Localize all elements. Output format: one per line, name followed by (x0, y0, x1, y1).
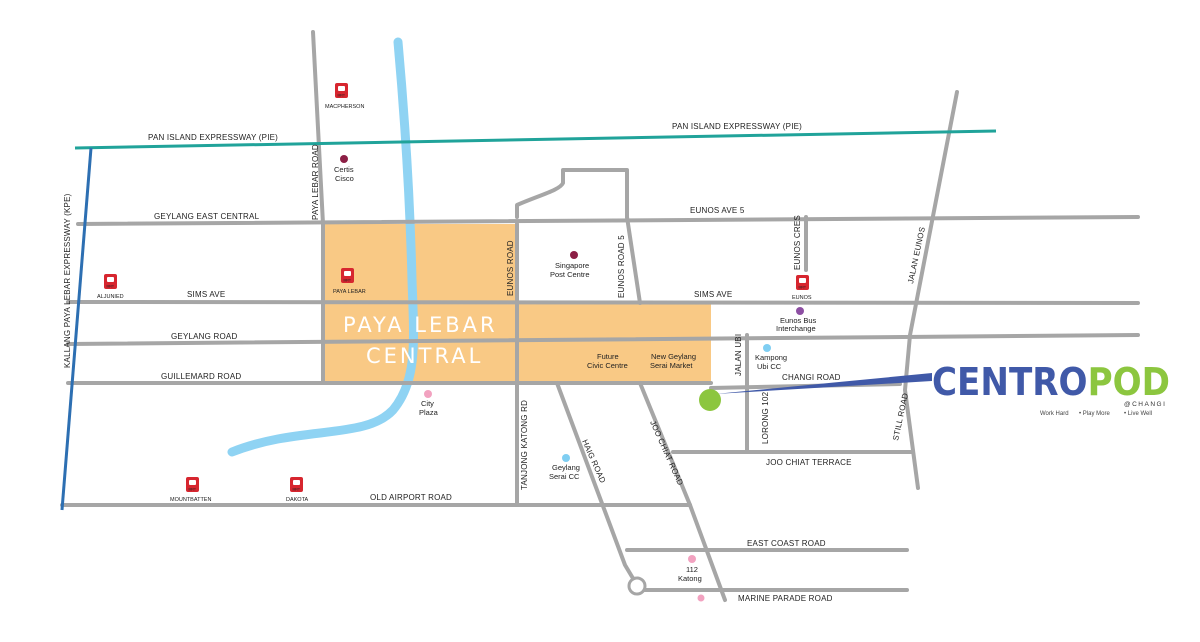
poi-city-plaza-dot (424, 390, 432, 398)
centropod-logo: CENTROPOD @CHANGI Work Hard • Play More … (932, 360, 1170, 417)
mrt-label-dakota: DAKOTA (286, 497, 309, 503)
svg-text:MRT: MRT (189, 488, 197, 492)
poi-eunos-bus-line2: Interchange (776, 324, 816, 333)
label-pie-east: PAN ISLAND EXPRESSWAY (PIE) (672, 122, 802, 131)
paya-lebar-road (311, 30, 325, 385)
poi-singapore-post-dot (570, 251, 578, 259)
mrt-label-eunos: EUNOS (792, 295, 812, 301)
poi-civic-centre-line1: Future (597, 352, 619, 361)
label-changi-road: CHANGI ROAD (782, 373, 841, 382)
svg-text:MRT: MRT (107, 285, 115, 289)
label-pie-west: PAN ISLAND EXPRESSWAY (PIE) (148, 133, 278, 142)
mrt-label-macpherson: MACPHERSON (325, 104, 364, 110)
poi-kampong-ubi-dot (763, 344, 771, 352)
poi-eunos-bus-line1: Eunos Bus (780, 316, 817, 325)
poi-112-katong-dot (688, 555, 696, 563)
poi-singapore-post-line1: Singapore (555, 261, 589, 270)
mrt-aljunied: MRT ALJUNIED (97, 274, 124, 300)
poi-geylang-serai-cc-line2: Serai CC (549, 472, 580, 481)
sims-ave-road (66, 300, 1140, 305)
district-block-mid (517, 303, 640, 383)
poi-city-plaza-line2: Plaza (419, 408, 439, 417)
river (227, 37, 419, 457)
eunos-loop-road (515, 168, 629, 219)
brand-suffix: @CHANGI (1124, 401, 1166, 408)
mrt-dakota: MRT DAKOTA (286, 477, 309, 503)
label-geylang-road: GEYLANG ROAD (171, 332, 237, 341)
mrt-label-mountbatten: MOUNTBATTEN (170, 497, 211, 503)
brand-tagline-2: • Play More (1079, 411, 1110, 417)
poi-serai-market-line1: New Geylang (651, 352, 696, 361)
label-sims-ave-west: SIMS AVE (187, 290, 225, 299)
poi-civic-centre-line2: Civic Centre (587, 361, 628, 370)
haig-road (555, 381, 642, 592)
svg-text:MRT: MRT (293, 488, 301, 492)
svg-text:MRT: MRT (799, 286, 807, 290)
mrt-paya-lebar: MRT PAYA LEBAR (333, 268, 366, 295)
mrt-stations: MRT MACPHERSON MRT ALJUNIED MRT PAYA LEB… (97, 83, 812, 503)
label-old-airport-road: OLD AIRPORT ROAD (370, 493, 452, 502)
label-jalan-ubi: JALAN UBI (734, 334, 743, 376)
district-name-line1: PAYA LEBAR (343, 313, 498, 337)
district-block-east (640, 303, 711, 383)
brand-tagline-3: • Live Well (1124, 411, 1152, 417)
mrt-macpherson: MRT MACPHERSON (325, 83, 364, 110)
poi-geylang-serai-cc-dot (562, 454, 570, 462)
points-of-interest: Certis Cisco Singapore Post Centre Eunos… (334, 155, 817, 602)
label-lorong-102: LORONG 102 (761, 391, 770, 444)
brand-name-part2: POD (1088, 360, 1170, 404)
label-paya-lebar-road: PAYA LEBAR ROAD (311, 144, 320, 220)
kpe-expressway (60, 147, 93, 511)
label-eunos-ave-5: EUNOS AVE 5 (690, 206, 745, 215)
site-marker (699, 389, 721, 411)
label-geylang-east-central: GEYLANG EAST CENTRAL (154, 212, 260, 221)
jalan-eunos-road (903, 90, 959, 490)
roundabout (627, 576, 647, 596)
district-name-line2: CENTRAL (366, 344, 483, 368)
poi-city-plaza-line1: City (421, 399, 434, 408)
label-eunos-road: EUNOS ROAD (506, 240, 515, 296)
joo-chiat-road (638, 381, 727, 602)
label-guillemard-road: GUILLEMARD ROAD (161, 372, 241, 381)
poi-certis-line2: Cisco (335, 174, 354, 183)
label-eunos-cres: EUNOS CRES (793, 215, 802, 270)
mrt-label-paya-lebar: PAYA LEBAR (333, 289, 366, 295)
brand-name: CENTROPOD (932, 360, 1170, 404)
label-kpe: KALLANG PAYA LEBAR EXPRESSWAY (KPE) (63, 193, 72, 368)
brand-name-part1: CENTRO (932, 360, 1088, 404)
label-eunos-road-5: EUNOS ROAD 5 (617, 235, 626, 298)
eunos-road-5 (625, 215, 642, 305)
site-pointer-wedge (715, 373, 932, 394)
mrt-eunos: MRT EUNOS (792, 275, 812, 301)
svg-text:MRT: MRT (344, 279, 352, 283)
label-marine-parade-road: MARINE PARADE ROAD (738, 594, 833, 603)
poi-certis-line1: Certis (334, 165, 354, 174)
geylang-east-central-road (76, 215, 1140, 226)
poi-112-katong-line2: Katong (678, 574, 702, 583)
label-joo-chiat-terrace: JOO CHIAT TERRACE (766, 458, 852, 467)
label-east-coast-road: EAST COAST ROAD (747, 539, 826, 548)
poi-kampong-ubi-line1: Kampong (755, 353, 787, 362)
mrt-mountbatten: MRT MOUNTBATTEN (170, 477, 211, 503)
poi-112-katong-line1: 112 (686, 565, 698, 574)
brand-tagline-1: Work Hard (1040, 411, 1069, 417)
poi-serai-market-line2: Serai Market (650, 361, 693, 370)
label-tanjong-katong-rd: TANJONG KATONG RD (520, 400, 529, 490)
mrt-label-aljunied: ALJUNIED (97, 294, 124, 300)
pie-expressway (74, 129, 997, 150)
poi-kampong-ubi-line2: Ubi CC (757, 362, 782, 371)
poi-singapore-post-line2: Post Centre (550, 270, 590, 279)
poi-certis-dot (340, 155, 348, 163)
poi-eunos-bus-dot (796, 307, 804, 315)
geylang-road (66, 333, 1140, 346)
svg-text:MRT: MRT (338, 94, 346, 98)
poi-marine-parade-dot (697, 594, 705, 602)
poi-geylang-serai-cc-line1: Geylang (552, 463, 580, 472)
label-sims-ave-east: SIMS AVE (694, 290, 732, 299)
